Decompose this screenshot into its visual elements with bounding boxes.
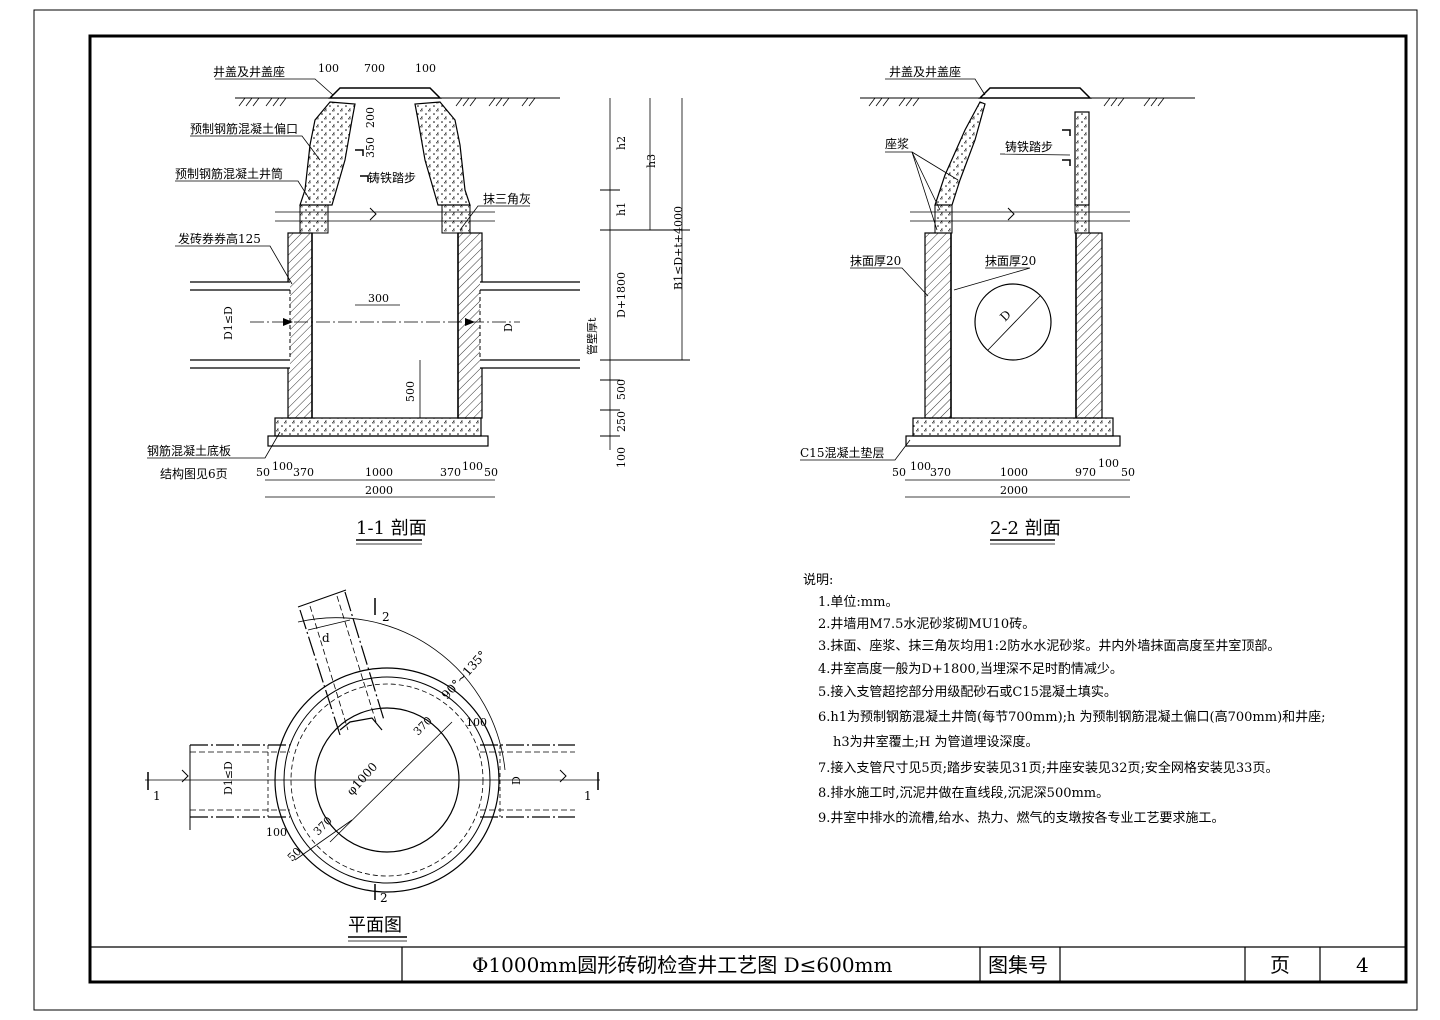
- dim-b-50a: 50: [256, 466, 270, 479]
- dim-b-100b: 100: [462, 460, 483, 473]
- plan-angle: 90°~135°: [439, 648, 490, 702]
- section-1-1-title: 1-1 剖面: [356, 518, 427, 539]
- note-2: 2.井墙用M7.5水泥砂浆砌MU10砖。: [818, 617, 1035, 632]
- label-shaft: 预制钢筋混凝土井筒: [175, 166, 283, 181]
- label-mortar: 座浆: [885, 136, 909, 151]
- dim-100: 100: [615, 447, 628, 468]
- label-cover-2: 井盖及井盖座: [889, 64, 961, 79]
- label-cover-1: 井盖及井盖座: [213, 64, 285, 79]
- plan-title: 平面图: [348, 915, 402, 936]
- dim-b-370a: 370: [293, 466, 314, 479]
- dim-top-100a: 100: [318, 62, 339, 75]
- dim-top-700: 700: [364, 62, 385, 75]
- sheet-border-inner: [88, 34, 1408, 984]
- note-9: 9.井室中排水的流槽,给水、热力、燃气的支墩按各专业工艺要求施工。: [818, 810, 1225, 826]
- label-pipe-d-2: D: [997, 307, 1014, 324]
- note-7: 7.接入支管尺寸见5页;踏步安装见31页;井座安装见32页;安全网格安装见33页…: [818, 760, 1278, 776]
- dim-inner-300: 300: [368, 292, 389, 305]
- dim-250: 250: [615, 411, 628, 432]
- dim2-b-2000: 2000: [1000, 484, 1028, 497]
- dim-b-50b: 50: [484, 466, 498, 479]
- dim-h1: h1: [615, 202, 628, 216]
- section-mark-bottom: 2: [380, 891, 388, 905]
- dim2-b-970: 970: [1075, 466, 1096, 479]
- plan-pipe-right: D: [510, 776, 523, 785]
- dim-top-100b: 100: [415, 62, 436, 75]
- dim2-b-100a: 100: [910, 460, 931, 473]
- label-arch: 发砖券券高125: [178, 231, 261, 246]
- label-plaster-in: 抹面厚20: [985, 254, 1036, 268]
- dim-neck-200: 200: [364, 107, 377, 128]
- label-plaster-out: 抹面厚20: [850, 254, 901, 268]
- label-triangle: 抹三角灰: [483, 192, 531, 206]
- dim2-b-1000: 1000: [1000, 466, 1028, 479]
- label-step-2: 铸铁踏步: [1005, 139, 1053, 154]
- dim2-b-370: 370: [930, 466, 951, 479]
- dim-inner-500: 500: [404, 381, 417, 402]
- section-mark-right: 1: [584, 789, 592, 803]
- dim-500: 500: [615, 379, 628, 400]
- dim-h2: h2: [615, 136, 628, 150]
- plan-pipe-left: D1≤D: [222, 761, 235, 795]
- dim-h3: h3: [645, 154, 658, 168]
- drawing-title: Φ1000mm圆形砖砌检查井工艺图 D≤600mm: [472, 953, 893, 977]
- dim-b1: B1≤D+t+4000: [672, 206, 685, 290]
- title-block: [90, 946, 1406, 982]
- pipe-right-d: D: [502, 323, 515, 332]
- section-2-2: [800, 78, 1195, 498]
- sheet-border-outer: [33, 9, 1418, 1011]
- page-label: 页: [1270, 953, 1290, 977]
- label-slab: 钢筋混凝土底板: [147, 443, 231, 458]
- dim-neck-350: 350: [364, 137, 377, 158]
- dim-b-370b: 370: [440, 466, 461, 479]
- page-number: 4: [1356, 953, 1369, 977]
- note-1: 1.单位:mm。: [818, 595, 898, 610]
- note-6: 6.h1为预制钢筋混凝土井筒(每节700mm);h 为预制钢筋混凝土偏口(高70…: [818, 709, 1326, 725]
- note-8: 8.排水施工时,沉泥井做在直线段,沉泥深500mm。: [818, 786, 1109, 801]
- atlas-number-label: 图集号: [988, 953, 1048, 977]
- plan-dim-370b: 370: [411, 714, 435, 738]
- notes-block: 说明: 1.单位:mm。 2.井墙用M7.5水泥砂浆砌MU10砖。 3.抹面、座…: [803, 573, 1326, 826]
- note-5: 5.接入支管超挖部分用级配砂石或C15混凝土填实。: [818, 684, 1117, 700]
- plan-view: [145, 589, 600, 900]
- label-cushion: C15混凝土垫层: [800, 445, 884, 460]
- note-6b: h3为井室覆土;H 为管道埋设深度。: [833, 734, 1039, 750]
- plan-dim-50: 50: [285, 845, 304, 864]
- pipe-left-d1: D1≤D: [222, 306, 235, 340]
- plan-branch-d: d: [322, 631, 330, 645]
- dim-d1800: D+1800: [615, 272, 628, 318]
- plan-dim-100b: 100: [466, 716, 487, 729]
- label-step-1: 铸铁踏步: [368, 170, 416, 185]
- dim2-b-100b: 100: [1098, 457, 1119, 470]
- section-mark-top: 2: [382, 610, 390, 624]
- note-4: 4.井室高度一般为D+1800,当埋深不足时酌情减少。: [818, 661, 1123, 677]
- dim-b-1000: 1000: [365, 466, 393, 479]
- section-1-1: [147, 78, 690, 498]
- plan-diameter: φ1000: [344, 760, 380, 798]
- label-reducer: 预制钢筋混凝土偏口: [190, 121, 298, 136]
- notes-heading: 说明:: [803, 573, 833, 588]
- dim-b-2000: 2000: [365, 484, 393, 497]
- label-slab-ref: 结构图见6页: [160, 466, 228, 481]
- section-mark-left: 1: [153, 789, 161, 803]
- plan-dim-100a: 100: [266, 826, 287, 839]
- label-pipe-thick: 管壁厚t: [585, 317, 599, 355]
- section-2-2-title: 2-2 剖面: [990, 518, 1061, 539]
- dim2-b-50b: 50: [1121, 466, 1135, 479]
- dim-b-100a: 100: [272, 460, 293, 473]
- dim2-b-50a: 50: [892, 466, 906, 479]
- note-3: 3.抹面、座浆、抹三角灰均用1:2防水水泥砂浆。井内外墙抹面高度至井室顶部。: [818, 638, 1280, 654]
